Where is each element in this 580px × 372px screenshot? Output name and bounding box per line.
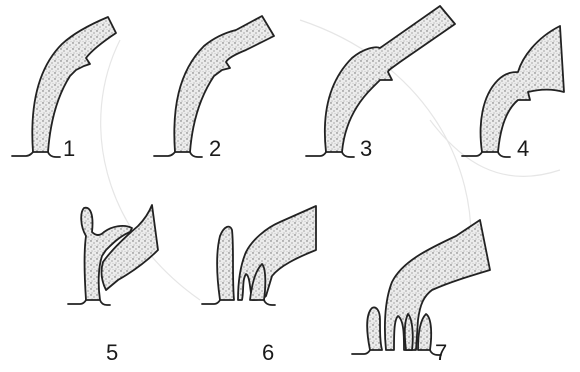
stage-7-label: 7 (435, 342, 447, 364)
stage-6-label: 6 (262, 342, 274, 364)
background-watermark (101, 20, 560, 300)
stage-2-label: 2 (209, 138, 221, 160)
stage-1-label: 1 (63, 138, 75, 160)
stage-6-drawing (202, 206, 316, 305)
stage-5-drawing (68, 205, 158, 305)
stage-4-label: 4 (517, 138, 529, 160)
stage-4-drawing (462, 26, 564, 157)
stage-7-drawing (352, 220, 490, 355)
stage-3-label: 3 (360, 138, 372, 160)
stage-5-label: 5 (106, 342, 118, 364)
stage-3-drawing (306, 6, 455, 157)
